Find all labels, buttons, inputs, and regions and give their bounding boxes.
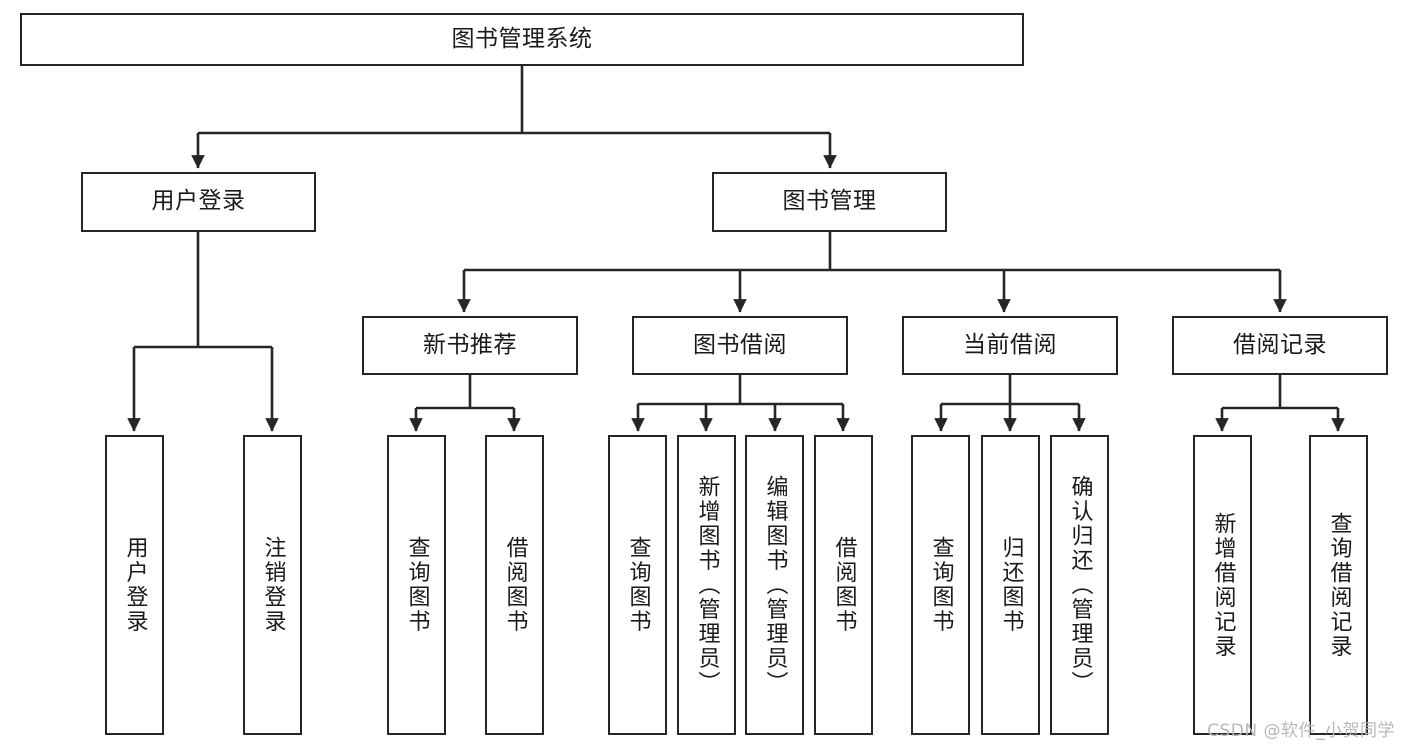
node-root-label: 图书管理系统: [451, 25, 593, 52]
node-user-login[interactable]: 用户登录: [81, 172, 316, 232]
node-root[interactable]: 图书管理系统: [20, 13, 1024, 66]
node-new-book-recommend-label: 新书推荐: [423, 331, 517, 358]
node-borrow-book-1[interactable]: 借阅图书: [485, 435, 544, 735]
node-logout-leaf-label: 注销登录: [260, 536, 286, 634]
node-book-borrow[interactable]: 图书借阅: [632, 316, 848, 375]
node-query-book-2-label: 查询图书: [625, 536, 651, 634]
node-new-book-recommend[interactable]: 新书推荐: [362, 316, 578, 375]
csdn-watermark: CSDN @软件_小贺同学: [1207, 721, 1395, 741]
node-current-borrow-label: 当前借阅: [963, 331, 1057, 358]
node-query-borrow-record-label: 查询借阅记录: [1326, 511, 1352, 659]
node-query-book-1[interactable]: 查询图书: [387, 435, 446, 735]
node-edit-book[interactable]: 编辑图书（管理员）: [745, 435, 804, 735]
node-query-book-2[interactable]: 查询图书: [608, 435, 667, 735]
node-logout-leaf[interactable]: 注销登录: [243, 435, 302, 735]
node-query-book-3[interactable]: 查询图书: [911, 435, 970, 735]
node-query-book-3-label: 查询图书: [928, 536, 954, 634]
node-add-book[interactable]: 新增图书（管理员）: [677, 435, 736, 735]
node-confirm-return[interactable]: 确认归还（管理员）: [1050, 435, 1109, 735]
node-query-borrow-record[interactable]: 查询借阅记录: [1309, 435, 1368, 735]
node-borrow-record[interactable]: 借阅记录: [1172, 316, 1388, 375]
node-edit-book-label: 编辑图书（管理员）: [762, 474, 788, 696]
node-book-borrow-label: 图书借阅: [693, 331, 787, 358]
node-add-borrow-record[interactable]: 新增借阅记录: [1193, 435, 1252, 735]
node-current-borrow[interactable]: 当前借阅: [902, 316, 1118, 375]
node-return-book-label: 归还图书: [998, 536, 1024, 634]
node-user-login-leaf[interactable]: 用户登录: [105, 435, 164, 735]
node-query-book-1-label: 查询图书: [404, 536, 430, 634]
node-add-borrow-record-label: 新增借阅记录: [1210, 511, 1236, 659]
node-user-login-label: 用户登录: [151, 188, 246, 215]
node-return-book[interactable]: 归还图书: [981, 435, 1040, 735]
node-book-management-label: 图书管理: [782, 188, 877, 215]
node-confirm-return-label: 确认归还（管理员）: [1067, 474, 1093, 696]
node-borrow-book-2-label: 借阅图书: [831, 536, 857, 634]
node-borrow-record-label: 借阅记录: [1233, 331, 1327, 358]
node-add-book-label: 新增图书（管理员）: [694, 474, 720, 696]
node-borrow-book-1-label: 借阅图书: [502, 536, 528, 634]
node-book-management[interactable]: 图书管理: [712, 172, 947, 232]
node-user-login-leaf-label: 用户登录: [122, 536, 148, 634]
node-borrow-book-2[interactable]: 借阅图书: [814, 435, 873, 735]
